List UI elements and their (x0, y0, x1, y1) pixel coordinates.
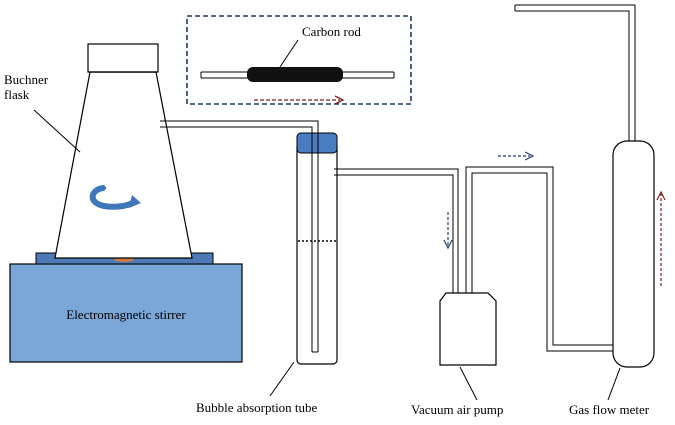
carbon-rod-inset (186, 15, 412, 105)
inner-dip-tube (311, 133, 319, 353)
absorption-tube-stopper (296, 132, 338, 154)
flow-arrow-down (443, 212, 453, 250)
tube-to-pump (334, 168, 459, 293)
flask-label-line1: Buchner (4, 72, 49, 87)
pump-label: Vacuum air pump (411, 402, 504, 417)
absorption-tube-label: Bubble absorption tube (196, 400, 318, 415)
bubble-absorption-tube (296, 141, 338, 365)
flask-stopper (87, 43, 159, 73)
rotation-arrow (89, 185, 141, 210)
gas-flow-meter (612, 140, 655, 368)
absorption-tube-label-leader (269, 361, 295, 397)
carbon-rod (247, 67, 343, 82)
electromagnetic-stirrer (9, 263, 243, 363)
side-arm-tube (160, 120, 319, 133)
carbon-rod-label: Carbon rod (302, 24, 361, 39)
flow-arrow-up (656, 190, 666, 286)
meter-outlet-pipe (514, 4, 636, 141)
flask-label-line2: flask (4, 87, 30, 102)
meter-label: Gas flow meter (569, 402, 650, 417)
stirrer-label: Electromagnetic stirrer (66, 307, 186, 322)
meter-label-leader (607, 367, 621, 401)
flask-label: Buchner flask (4, 72, 48, 102)
flask-label-leader (33, 109, 81, 153)
tube-to-meter (465, 166, 615, 352)
carbon-rod-label-leader (279, 39, 299, 68)
inset-flow-arrow (254, 95, 345, 105)
vacuum-air-pump (439, 292, 497, 366)
buchner-flask (54, 71, 193, 259)
pump-label-leader (459, 366, 478, 401)
flow-arrow-right (498, 151, 535, 161)
